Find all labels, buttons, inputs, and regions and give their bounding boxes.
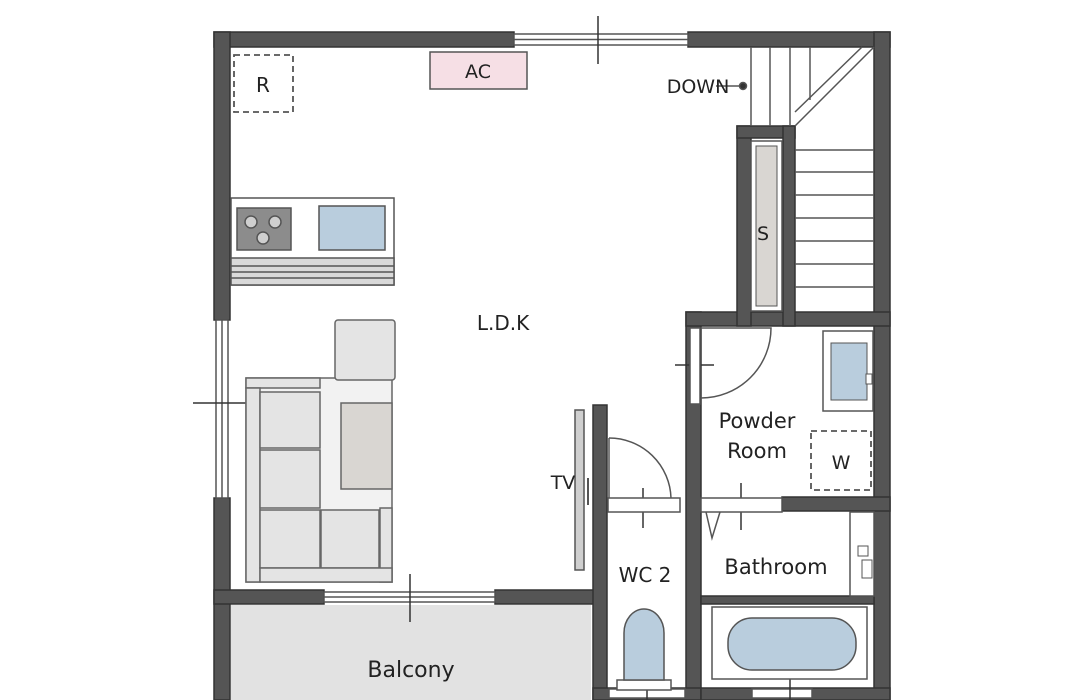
door-bath-fold xyxy=(705,511,721,541)
ldk-label: L.D.K xyxy=(477,311,530,335)
storage-label: S xyxy=(757,223,769,245)
wall-top-left xyxy=(213,31,515,48)
wall-top-right xyxy=(687,31,891,48)
door-wc-swing xyxy=(608,437,672,499)
wall-ldk-bottom-left xyxy=(213,589,325,605)
washer-label: W xyxy=(832,452,851,474)
door-wc-leaf xyxy=(607,497,681,513)
kitchen-sink xyxy=(318,205,386,251)
wall-bath-divider xyxy=(700,595,875,605)
doors xyxy=(607,327,783,541)
walls xyxy=(213,31,891,700)
door-powder-swing xyxy=(700,327,772,399)
toilet-bowl xyxy=(623,608,665,681)
ac-label: AC xyxy=(465,61,491,83)
door-bath-leaf xyxy=(700,497,783,513)
balcony-label: Balcony xyxy=(367,658,454,683)
bathroom-label: Bathroom xyxy=(724,555,827,579)
tv xyxy=(574,409,585,571)
powder-room-label-line1: Powder xyxy=(719,409,796,433)
coffee-table xyxy=(340,402,393,490)
stairs-down-label: DOWN xyxy=(667,76,730,98)
refrigerator-label: R xyxy=(256,73,270,97)
door-powder-leaf xyxy=(689,327,701,405)
powder-room-label-line2: Room xyxy=(727,439,787,463)
wall-stair-left xyxy=(736,125,752,327)
air-conditioner xyxy=(429,51,528,90)
ottoman xyxy=(334,319,396,381)
balcony-floor xyxy=(231,605,591,700)
stairs-arrow-dot xyxy=(738,81,748,91)
toilet-tank xyxy=(616,679,672,691)
bathtub-basin xyxy=(727,617,857,671)
wall-powder-bottom-right xyxy=(781,496,891,512)
washer xyxy=(810,430,872,491)
wall-left-upper xyxy=(213,31,231,321)
wall-right xyxy=(873,31,891,700)
storage-shelf xyxy=(755,145,778,307)
kitchen-counter xyxy=(230,197,395,286)
window-bath xyxy=(751,688,813,699)
stairs xyxy=(716,46,875,288)
wc-label: WC 2 xyxy=(619,563,672,587)
sofa xyxy=(245,377,393,583)
wall-ldk-bottom-right xyxy=(494,589,606,605)
refrigerator xyxy=(233,54,294,113)
wall-stair-mid xyxy=(782,125,796,327)
tv-label: TV xyxy=(550,472,576,494)
wall-wc-left xyxy=(592,404,608,700)
